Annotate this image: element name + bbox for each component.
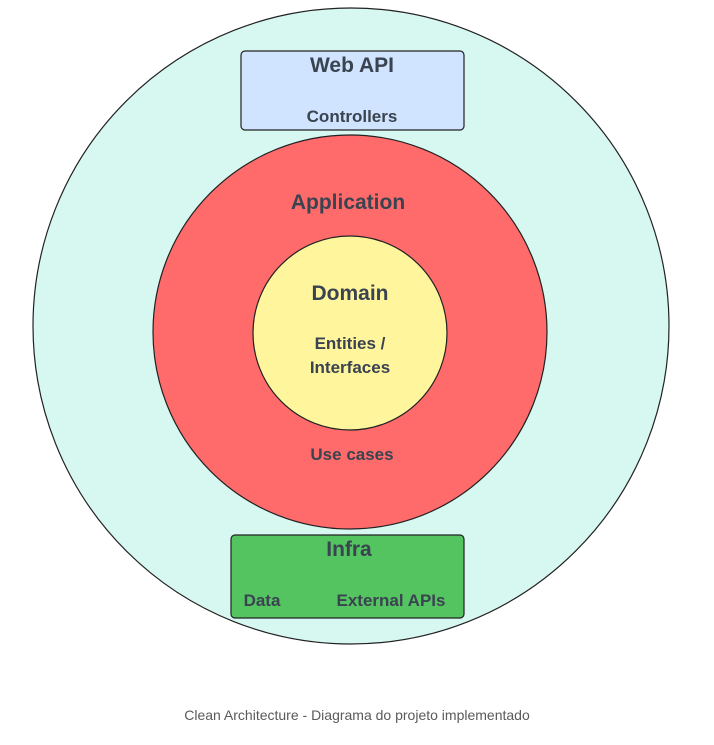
domain-item-interfaces: Interfaces xyxy=(310,358,390,377)
clean-architecture-diagram: Web API Controllers Application Use case… xyxy=(32,7,670,645)
infra-layer: Infra Data External APIs xyxy=(230,534,465,619)
domain-title: Domain xyxy=(311,282,388,305)
figure-caption: Clean Architecture - Diagrama do projeto… xyxy=(184,707,530,723)
application-item-use-cases: Use cases xyxy=(310,445,393,464)
infra-title: Infra xyxy=(326,538,372,561)
domain-circle xyxy=(252,235,448,431)
web-api-item-controllers: Controllers xyxy=(307,107,398,126)
infra-item-external-apis: External APIs xyxy=(337,591,446,610)
domain-layer: Domain Entities / Interfaces xyxy=(252,235,448,431)
web-api-layer: Web API Controllers xyxy=(240,50,465,131)
application-title: Application xyxy=(291,191,405,214)
web-api-box xyxy=(240,50,465,131)
infra-item-data: Data xyxy=(244,591,281,610)
domain-item-entities: Entities / xyxy=(315,334,386,353)
web-api-title: Web API xyxy=(310,54,394,77)
infra-box xyxy=(230,534,465,619)
